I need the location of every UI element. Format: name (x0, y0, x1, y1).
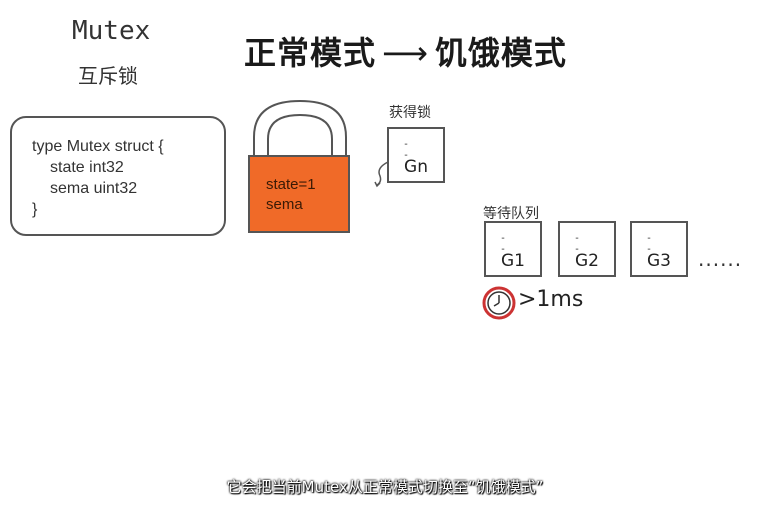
normal-mode-label: 正常模式 (244, 34, 377, 72)
mutex-struct-code: type Mutex struct { state int32 sema uin… (10, 116, 226, 236)
stopwatch-icon (482, 286, 516, 320)
goroutine-g3: - - G3 (630, 221, 688, 277)
video-subtitle: 它会把当前Mutex从正常模式切换至“饥饿模式” (226, 478, 544, 496)
goroutine-label: G1 (501, 251, 525, 271)
mutex-title: Mutex (72, 16, 151, 46)
page-title: 正常模式⟶饥饿模式 (244, 28, 567, 74)
code-line: type Mutex struct { (32, 138, 164, 155)
goroutine-face-icon: - - (403, 139, 420, 161)
goroutine-g2: - - G2 (558, 221, 616, 277)
code-line: state int32 (50, 159, 124, 176)
queue-more-dots: ...... (698, 247, 743, 271)
code-line: sema uint32 (50, 180, 138, 197)
goroutine-gn: - - Gn (387, 127, 445, 183)
lock-state-field: state=1 (266, 176, 316, 193)
code-line: } (32, 201, 38, 218)
goroutine-label: G2 (575, 251, 599, 271)
lock-shackle-icon (253, 99, 347, 158)
right-arrow-icon: ⟶ (382, 34, 429, 72)
goroutine-face-icon: - - (500, 233, 517, 255)
goroutine-label: Gn (404, 157, 428, 177)
mutex-subtitle: 互斥锁 (78, 64, 138, 88)
wait-queue-label: 等待队列 (483, 206, 539, 222)
curl-arrow-icon (374, 161, 389, 188)
goroutine-g1: - - G1 (484, 221, 542, 277)
lock-body: state=1 sema (248, 155, 350, 233)
lock-sema-field: sema (266, 196, 303, 213)
goroutine-face-icon: - - (646, 233, 663, 255)
starvation-mode-label: 饥饿模式 (434, 34, 567, 72)
acquire-lock-label: 获得锁 (389, 105, 431, 121)
timer-label: >1ms (518, 287, 584, 312)
goroutine-face-icon: - - (574, 233, 591, 255)
goroutine-label: G3 (647, 251, 671, 271)
